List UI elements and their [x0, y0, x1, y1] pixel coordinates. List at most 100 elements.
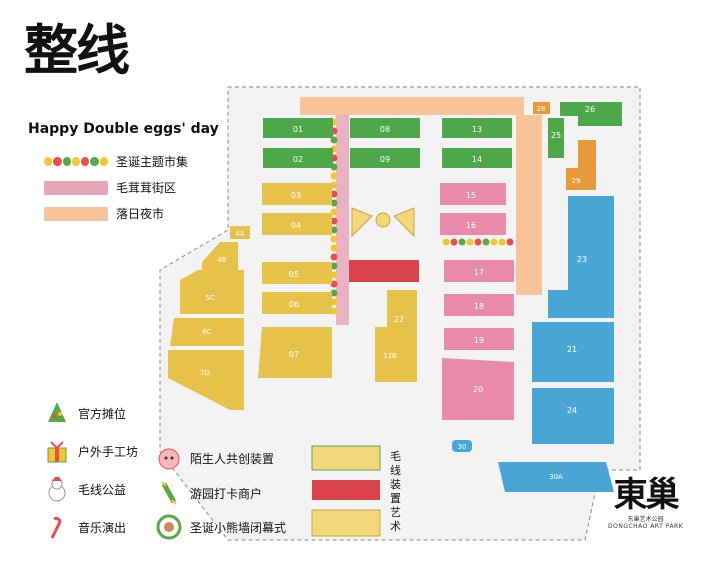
logo-sub-cn: 东巢艺术公园 — [627, 516, 664, 523]
market-dot — [498, 238, 506, 246]
market-dot — [458, 238, 466, 246]
booth-20[interactable]: 20 — [442, 358, 514, 420]
legend-co-create-label: 陌生人共创装置 — [190, 451, 275, 466]
legend-co-create: 陌生人共创装置 — [156, 445, 274, 471]
booth-02[interactable]: 02 — [263, 148, 333, 168]
market-dot — [330, 298, 338, 306]
booth-03[interactable]: 03 — [262, 183, 332, 205]
booth-26[interactable]: 26 — [560, 102, 622, 126]
svg-text:07: 07 — [289, 350, 299, 359]
market-dot — [330, 172, 338, 180]
svg-text:4B: 4B — [217, 256, 226, 264]
market-dot — [330, 271, 338, 279]
svg-text:30: 30 — [458, 443, 467, 451]
booth-22[interactable]: 24 — [532, 388, 614, 444]
night-market-right-strip — [516, 115, 542, 295]
svg-text:06: 06 — [289, 300, 299, 309]
booth-28[interactable]: 28 — [533, 102, 550, 114]
gift-box-icon — [47, 441, 67, 463]
booth-7d[interactable]: 7D — [168, 350, 244, 410]
svg-text:4A: 4A — [235, 230, 244, 238]
booth-17[interactable]: 17 — [444, 260, 514, 282]
svg-text:09: 09 — [380, 155, 390, 164]
booth-23[interactable]: 23 — [548, 196, 614, 318]
booth-12b[interactable]: 12B — [375, 327, 397, 382]
booth-24[interactable]: 29 — [566, 140, 596, 190]
booth-19[interactable]: 19 — [444, 328, 514, 350]
booth-16[interactable]: 16 — [440, 213, 506, 235]
legend-workshop: 户外手工坊 — [44, 438, 138, 464]
legend-charity: 毛线公益 — [44, 476, 126, 502]
booth-06[interactable]: 06 — [262, 292, 332, 314]
legend-night-label: 落日夜市 — [116, 207, 165, 221]
dongchao-logo: 東巢 东巢艺术公园 DONGCHAO ART PARK — [608, 476, 683, 530]
legend-official-label: 官方摊位 — [78, 406, 127, 421]
market-dots-swatch — [44, 155, 108, 169]
svg-text:6C: 6C — [202, 328, 211, 336]
legend-street-label: 毛茸茸街区 — [116, 181, 177, 195]
legend-market-label: 圣诞主题市集 — [116, 155, 189, 169]
legend-bear-wall: 圣诞小熊墙闭幕式 — [156, 514, 286, 540]
market-dot — [330, 226, 338, 234]
legend-street: 毛茸茸街区 — [44, 179, 176, 196]
booth-15[interactable]: 15 — [440, 183, 506, 205]
booth-30[interactable]: 30 — [452, 440, 472, 452]
svg-text:26: 26 — [585, 105, 595, 114]
page-subtitle: Happy Double eggs' day — [28, 121, 219, 137]
svg-text:5C: 5C — [205, 294, 214, 302]
booth-30a[interactable]: 30A — [498, 462, 614, 492]
svg-text:14: 14 — [472, 155, 482, 164]
svg-text:13: 13 — [472, 125, 482, 134]
legend-night: 落日夜市 — [44, 205, 164, 222]
logo-sub-en: DONGCHAO ART PARK — [608, 523, 684, 530]
legend-workshop-label: 户外手工坊 — [78, 444, 139, 459]
market-dot — [330, 235, 338, 243]
booth-08[interactable]: 08 — [350, 118, 420, 138]
snowman-icon — [48, 477, 66, 502]
legend-music: 音乐演出 — [44, 514, 126, 540]
booth-14[interactable]: 14 — [442, 148, 512, 168]
booth-4a[interactable]: 4A — [230, 226, 250, 239]
legend-checkin-label: 游园打卡商户 — [190, 486, 263, 501]
svg-text:30A: 30A — [549, 473, 563, 481]
market-dot — [330, 208, 338, 216]
bear-wreath-icon — [156, 514, 182, 540]
legend-yarn-art-label: 毛线装置艺术 — [390, 450, 401, 533]
booth-07[interactable]: 07 — [258, 327, 332, 378]
svg-text:28: 28 — [537, 105, 546, 113]
svg-text:08: 08 — [380, 125, 390, 134]
svg-text:18: 18 — [474, 302, 484, 311]
svg-text:02: 02 — [293, 155, 303, 164]
candy-cane-icon — [50, 516, 62, 539]
booth-21[interactable]: 21 — [532, 322, 614, 382]
svg-text:29: 29 — [572, 177, 581, 185]
booth-25[interactable]: 25 — [548, 118, 564, 158]
market-dot — [490, 238, 498, 246]
market-dot — [474, 238, 482, 246]
booth-05[interactable]: 05 — [262, 262, 332, 284]
booth-04[interactable]: 04 — [262, 213, 332, 235]
market-dot — [330, 253, 338, 261]
booth-18[interactable]: 18 — [444, 294, 514, 316]
legend-installation-swatches — [311, 445, 381, 537]
booth-5c[interactable]: 5C — [180, 270, 244, 314]
svg-text:7D: 7D — [200, 369, 210, 377]
booth-4b[interactable]: 4B — [202, 242, 238, 270]
svg-text:20: 20 — [473, 385, 483, 394]
market-dot — [330, 262, 338, 270]
svg-text:23: 23 — [577, 255, 587, 264]
market-dot — [330, 217, 338, 225]
svg-text:17: 17 — [474, 268, 484, 277]
booth-6c[interactable]: 6C — [170, 318, 244, 346]
legend-charity-label: 毛线公益 — [78, 482, 127, 497]
booth-09[interactable]: 09 — [350, 148, 420, 168]
booth-01[interactable]: 01 — [263, 118, 333, 138]
market-dot — [330, 199, 338, 207]
svg-text:24: 24 — [567, 406, 577, 415]
checkin-merchant-bar — [349, 260, 419, 282]
svg-text:12B: 12B — [383, 352, 397, 360]
market-dot — [506, 238, 514, 246]
furry-street-strip — [336, 115, 349, 325]
booth-13[interactable]: 13 — [442, 118, 512, 138]
